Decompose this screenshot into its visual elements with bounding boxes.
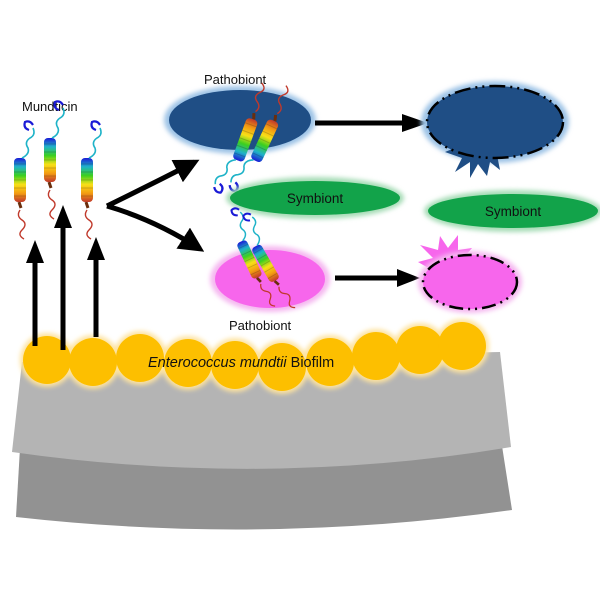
surface-layer-dark xyxy=(16,446,512,530)
secretion-arrows xyxy=(32,225,99,350)
arrow-head-icon xyxy=(54,205,72,228)
biofilm-label: Enterococcus mundtii Biofilm xyxy=(148,355,334,371)
lysed-pathobiont-pink xyxy=(421,253,519,311)
symbiont-left-label: Symbiont xyxy=(287,191,344,206)
biofilm-cell xyxy=(211,341,259,389)
biofilm-cell xyxy=(352,332,400,380)
symbiont-cell-right xyxy=(428,194,598,228)
mundticin-peptide-icon xyxy=(12,119,36,241)
biofilm-cell xyxy=(116,334,164,382)
arrow-to-top-pathobiont xyxy=(105,159,200,209)
pathobiont-bottom-label: Pathobiont xyxy=(229,318,292,333)
biofilm-cell xyxy=(306,338,354,386)
biofilm-cell xyxy=(69,338,117,386)
arrow-head-icon xyxy=(402,114,428,132)
mundticin-label: Mundticin xyxy=(22,99,78,114)
biofilm-cell xyxy=(438,322,486,370)
symbiont-cell-left xyxy=(230,181,400,215)
arrow-to-bottom-pathobiont xyxy=(106,203,205,252)
mundticin-peptide-icon xyxy=(79,119,103,241)
biofilm-cell xyxy=(164,339,212,387)
pathobiont-top-label: Pathobiont xyxy=(204,72,267,87)
lysed-pathobiont-blue xyxy=(425,84,565,160)
biofilm-species-label: Enterococcus mundtii xyxy=(148,355,287,371)
biofilm-cell xyxy=(396,326,444,374)
arrow-head-icon xyxy=(26,240,44,263)
biofilm-cell xyxy=(23,336,71,384)
symbiont-right-label: Symbiont xyxy=(485,204,542,219)
mundticin-peptide-icon xyxy=(42,99,66,221)
biofilm-cells xyxy=(20,319,489,394)
arrow-head-icon xyxy=(397,269,420,287)
biofilm-suffix-label: Biofilm xyxy=(287,355,335,371)
pathobiont-cell-blue xyxy=(169,90,311,150)
biofilm-cell xyxy=(258,343,306,391)
arrow-head-icon xyxy=(87,237,105,260)
